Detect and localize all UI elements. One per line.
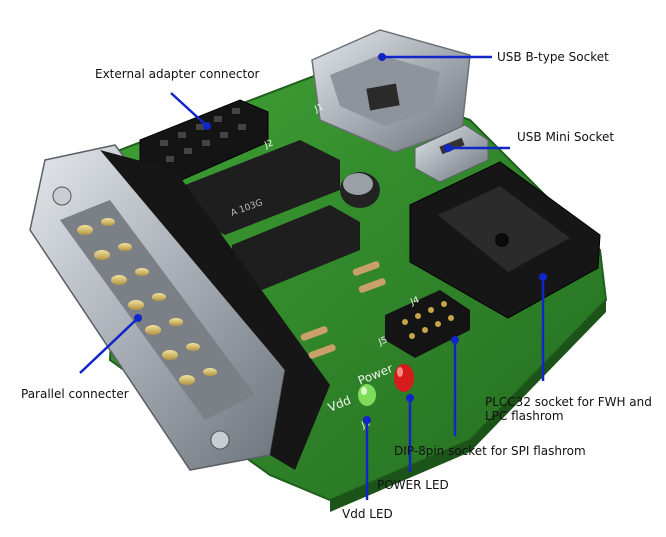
resistors bbox=[300, 261, 386, 359]
callout-parallel bbox=[79, 317, 139, 374]
electrolytic-capacitor bbox=[340, 172, 380, 208]
label-plcc32-line2: LPC flashrom bbox=[485, 409, 564, 423]
plcc32-socket bbox=[409, 161, 601, 319]
label-parallel-connecter: Parallel connecter bbox=[21, 387, 129, 401]
dip8-socket bbox=[385, 290, 470, 358]
ic-chip-upper: A 103G bbox=[185, 140, 340, 235]
db25-pins bbox=[77, 218, 217, 385]
silk-j5: J5 bbox=[376, 335, 388, 348]
vdd-led bbox=[358, 384, 376, 406]
label-usb-mini-socket: USB Mini Socket bbox=[517, 130, 615, 144]
callout-external-adapter bbox=[170, 92, 208, 127]
pcb-edge bbox=[330, 300, 606, 512]
external-adapter-connector bbox=[139, 99, 269, 187]
label-plcc32-line1: PLCC32 socket for FWH and bbox=[485, 395, 652, 409]
label-power-led: POWER LED bbox=[377, 478, 449, 492]
callout-lines bbox=[79, 53, 547, 500]
ic-chip-lower bbox=[232, 205, 360, 290]
silk-j1: J1 bbox=[312, 102, 324, 115]
label-vdd-led: Vdd LED bbox=[342, 507, 393, 521]
label-dip8-socket: DIP-8pin socket for SPI flashrom bbox=[394, 444, 586, 458]
silk-j2: J2 bbox=[262, 138, 274, 151]
label-usb-b-socket: USB B-type Socket bbox=[497, 50, 609, 64]
silk-j4: J4 bbox=[408, 295, 421, 308]
power-led bbox=[394, 364, 414, 392]
parallel-connector bbox=[29, 144, 330, 471]
label-external-adapter-connector: External adapter connector bbox=[95, 67, 260, 81]
